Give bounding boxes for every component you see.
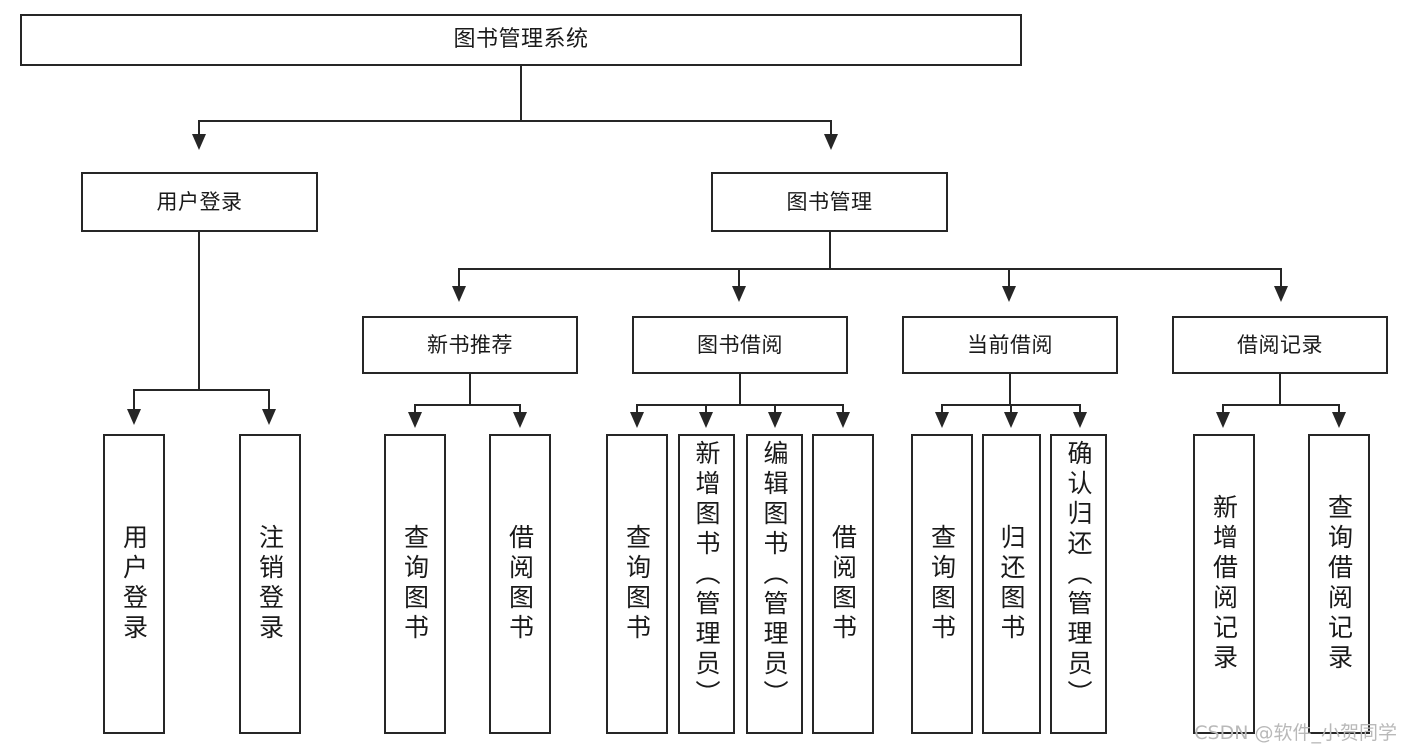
edge-level2-bus bbox=[198, 120, 832, 122]
arrow-to-leaf-borrow-book-1 bbox=[513, 412, 527, 428]
node-label: 确认归还（管理员） bbox=[1064, 440, 1093, 710]
node-label: 查询图书 bbox=[622, 524, 652, 644]
edge-borrow-drop-2 bbox=[705, 404, 707, 416]
node-label: 用户登录 bbox=[156, 189, 243, 214]
node-label: 编辑图书（管理员） bbox=[760, 440, 789, 710]
leaf-add-borrow-record[interactable]: 新增借阅记录 bbox=[1193, 434, 1255, 734]
node-label: 查询借阅记录 bbox=[1324, 494, 1354, 674]
edge-current-drop-1 bbox=[941, 404, 943, 416]
leaf-query-book-current[interactable]: 查询图书 bbox=[911, 434, 973, 734]
arrow-to-leaf-query-book-2 bbox=[630, 412, 644, 428]
leaf-logout[interactable]: 注销登录 bbox=[239, 434, 301, 734]
edge-record-bus bbox=[1222, 404, 1340, 406]
node-label: 用户登录 bbox=[119, 524, 149, 644]
arrow-to-leaf-borrow-book-2 bbox=[836, 412, 850, 428]
edge-borrow-stem bbox=[739, 374, 741, 406]
arrow-to-leaf-edit-book bbox=[768, 412, 782, 428]
arrow-to-leaf-add-record bbox=[1216, 412, 1230, 428]
arrow-to-leaf-return-book bbox=[1004, 412, 1018, 428]
arrow-to-leaf-logout bbox=[262, 409, 276, 425]
edge-borrow-drop-4 bbox=[842, 404, 844, 416]
node-new-book-recommend[interactable]: 新书推荐 bbox=[362, 316, 578, 374]
node-book-management[interactable]: 图书管理 bbox=[711, 172, 948, 232]
node-label: 当前借阅 bbox=[967, 332, 1053, 357]
edge-borrow-drop-3 bbox=[774, 404, 776, 416]
edge-current-drop-3 bbox=[1079, 404, 1081, 416]
arrow-to-leaf-user-login bbox=[127, 409, 141, 425]
leaf-confirm-return-admin[interactable]: 确认归还（管理员） bbox=[1050, 434, 1107, 734]
node-label: 归还图书 bbox=[997, 524, 1026, 644]
edge-level3-drop-4 bbox=[1280, 268, 1282, 290]
edge-root-stem bbox=[520, 66, 522, 122]
arrow-to-current-borrow bbox=[1002, 286, 1016, 302]
node-label: 新增图书（管理员） bbox=[692, 440, 721, 710]
arrow-to-leaf-query-book-1 bbox=[408, 412, 422, 428]
edge-user-login-drop-1 bbox=[133, 389, 135, 413]
node-book-borrow[interactable]: 图书借阅 bbox=[632, 316, 848, 374]
node-label: 新增借阅记录 bbox=[1209, 494, 1239, 674]
edge-recommend-bus bbox=[414, 404, 521, 406]
edge-level3-bus bbox=[458, 268, 1282, 270]
edge-level3-drop-3 bbox=[1008, 268, 1010, 290]
edge-recommend-drop-1 bbox=[414, 404, 416, 416]
node-label: 查询图书 bbox=[927, 524, 957, 644]
node-label: 注销登录 bbox=[255, 524, 285, 644]
leaf-edit-book-admin[interactable]: 编辑图书（管理员） bbox=[746, 434, 803, 734]
edge-record-drop-1 bbox=[1222, 404, 1224, 416]
node-label: 借阅图书 bbox=[505, 524, 535, 644]
edge-book-manage-stem bbox=[829, 232, 831, 270]
arrow-to-leaf-confirm-return bbox=[1073, 412, 1087, 428]
edge-borrow-bus bbox=[636, 404, 844, 406]
edge-current-drop-2 bbox=[1010, 404, 1012, 416]
edge-level2-drop-right bbox=[830, 120, 832, 138]
edge-recommend-drop-2 bbox=[519, 404, 521, 416]
leaf-add-book-admin[interactable]: 新增图书（管理员） bbox=[678, 434, 735, 734]
edge-current-stem bbox=[1009, 374, 1011, 406]
node-current-borrow[interactable]: 当前借阅 bbox=[902, 316, 1118, 374]
node-label: 借阅记录 bbox=[1237, 332, 1323, 357]
leaf-user-login[interactable]: 用户登录 bbox=[103, 434, 165, 734]
watermark-text: CSDN @软件_小贺同学 bbox=[1194, 722, 1397, 744]
edge-level3-drop-2 bbox=[738, 268, 740, 290]
edge-user-login-drop-2 bbox=[268, 389, 270, 413]
arrow-to-book-borrow bbox=[732, 286, 746, 302]
leaf-query-borrow-record[interactable]: 查询借阅记录 bbox=[1308, 434, 1370, 734]
node-borrow-record[interactable]: 借阅记录 bbox=[1172, 316, 1388, 374]
node-root-system[interactable]: 图书管理系统 bbox=[20, 14, 1022, 66]
node-label: 借阅图书 bbox=[828, 524, 858, 644]
edge-user-login-stem bbox=[198, 232, 200, 391]
edge-record-drop-2 bbox=[1338, 404, 1340, 416]
edge-user-login-bus bbox=[133, 389, 270, 391]
node-label: 图书管理 bbox=[786, 189, 873, 214]
leaf-borrow-book-borrow[interactable]: 借阅图书 bbox=[812, 434, 874, 734]
edge-borrow-drop-1 bbox=[636, 404, 638, 416]
arrow-to-new-book-recommend bbox=[452, 286, 466, 302]
arrow-to-book-manage bbox=[824, 134, 838, 150]
node-label: 图书借阅 bbox=[697, 332, 783, 357]
edge-level2-drop-left bbox=[198, 120, 200, 138]
arrow-to-leaf-query-record bbox=[1332, 412, 1346, 428]
node-label: 查询图书 bbox=[400, 524, 430, 644]
node-label: 图书管理系统 bbox=[453, 27, 589, 53]
leaf-return-book[interactable]: 归还图书 bbox=[982, 434, 1041, 734]
edge-record-stem bbox=[1279, 374, 1281, 406]
node-label: 新书推荐 bbox=[427, 332, 513, 357]
edge-level3-drop-1 bbox=[458, 268, 460, 290]
edge-recommend-stem bbox=[469, 374, 471, 406]
leaf-borrow-book-recommend[interactable]: 借阅图书 bbox=[489, 434, 551, 734]
node-user-login[interactable]: 用户登录 bbox=[81, 172, 318, 232]
arrow-to-borrow-record bbox=[1274, 286, 1288, 302]
arrow-to-user-login bbox=[192, 134, 206, 150]
leaf-query-book-recommend[interactable]: 查询图书 bbox=[384, 434, 446, 734]
arrow-to-leaf-add-book bbox=[699, 412, 713, 428]
arrow-to-leaf-query-book-3 bbox=[935, 412, 949, 428]
leaf-query-book-borrow[interactable]: 查询图书 bbox=[606, 434, 668, 734]
